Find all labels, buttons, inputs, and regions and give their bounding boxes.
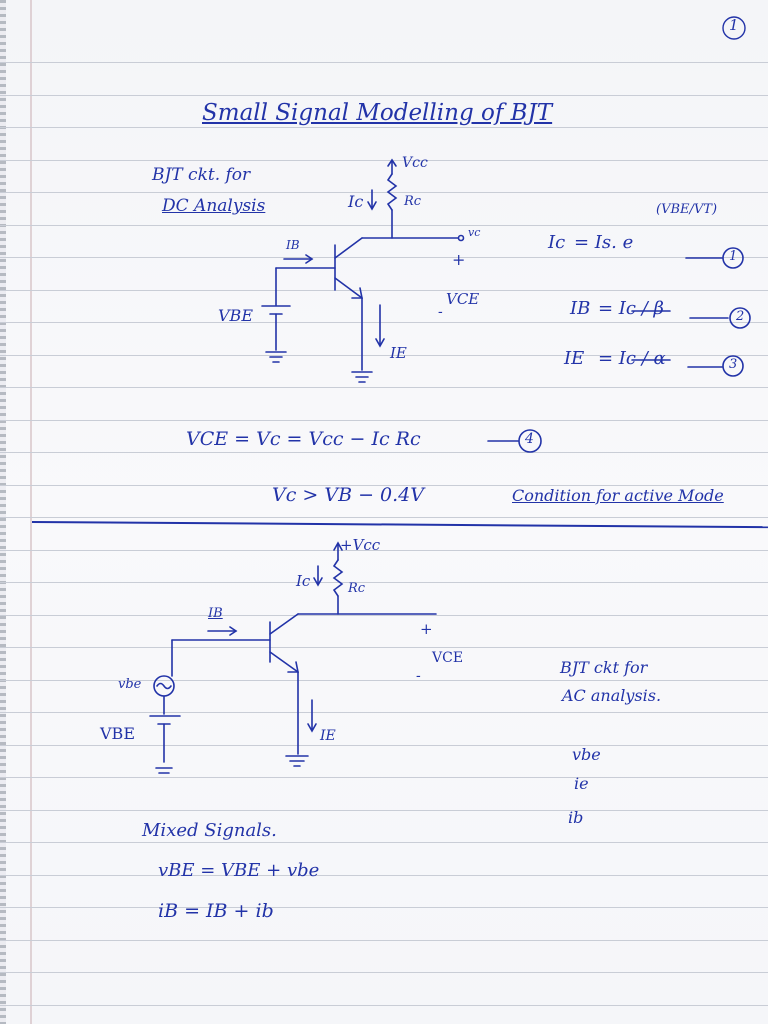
mixed-eq1: vBE = VBE + vbe [158, 860, 320, 881]
eq1-exponent: (VBE/VT) [656, 202, 718, 217]
ruled-line [0, 582, 768, 583]
page-title: Small Signal Modelling of BJT [202, 100, 553, 126]
ruled-line [0, 192, 768, 193]
ac-vcc-label: +Vcc [340, 536, 381, 554]
ruled-line [0, 517, 768, 518]
ruled-line [0, 62, 768, 63]
dc-vce-label: VCE [446, 290, 480, 308]
ruled-line [0, 842, 768, 843]
ruled-line [0, 387, 768, 388]
condition-text: Condition for active Mode [512, 486, 724, 505]
ac-rc-label: Rc [348, 581, 366, 596]
ruled-line [0, 95, 768, 96]
ruled-line [0, 550, 768, 551]
ruled-line [0, 322, 768, 323]
ruled-line [0, 940, 768, 941]
ruled-line [0, 485, 768, 486]
page-number-circle [722, 16, 746, 40]
eq1-rhs: = Is. e [574, 232, 634, 253]
ruled-line [0, 257, 768, 258]
ruled-line [0, 225, 768, 226]
ac-plus: + [420, 620, 433, 638]
ac-minus: - [416, 668, 421, 684]
ruled-line [0, 712, 768, 713]
eq2-lhs: IB [570, 298, 591, 319]
mixed-eq2: iB = IB + ib [158, 900, 274, 922]
ac-ie-label: IE [320, 728, 336, 744]
dc-ie-label: IE [390, 344, 407, 362]
dc-minus: - [438, 304, 443, 320]
ruled-line [0, 907, 768, 908]
dc-rc-label: Rc [404, 194, 422, 209]
dc-ib-label: IB [286, 238, 300, 252]
margin-line [30, 0, 32, 1024]
signal-vbe: vbe [572, 745, 601, 764]
ac-ic-label: Ic [296, 572, 311, 590]
ruled-line [0, 615, 768, 616]
dc-label-line2: DC Analysis [162, 196, 266, 216]
signal-ie: ie [574, 774, 589, 793]
dc-vc-label: vc [468, 226, 481, 239]
ruled-line [0, 355, 768, 356]
ac-vce-label: VCE [432, 650, 464, 666]
ruled-line [0, 875, 768, 876]
eq4-number: 4 [525, 431, 534, 447]
dc-vbe-label: VBE [218, 306, 253, 325]
eq4: VCE = Vc = Vcc − Ic Rc [186, 428, 421, 450]
ac-ib-label: IB [208, 606, 223, 621]
signal-ib: ib [568, 808, 584, 827]
ruled-line [0, 972, 768, 973]
ruled-line [0, 127, 768, 128]
mixed-signals-title: Mixed Signals. [142, 820, 277, 841]
ac-label-line2: AC analysis. [562, 686, 662, 705]
eq2-rhs: = Ic / β [598, 298, 664, 319]
eq3-lhs: IE [564, 348, 585, 369]
ruled-line [0, 452, 768, 453]
spiral-binding [0, 0, 6, 1024]
ruled-line [0, 160, 768, 161]
ruled-line [0, 810, 768, 811]
ruled-line [0, 1005, 768, 1006]
ac-vbe-dc-label: VBE [100, 724, 135, 743]
ruled-line [0, 777, 768, 778]
dc-label-line1: BJT ckt. for [152, 165, 251, 185]
ac-label-line1: BJT ckt for [560, 658, 648, 677]
eq3-number: 3 [729, 357, 738, 372]
ac-vbe-small-label: vbe [118, 677, 142, 692]
dc-ic-label: Ic [348, 192, 364, 211]
eq3-rhs: = Ic / α [598, 348, 666, 369]
ruled-line [0, 290, 768, 291]
page-number: 1 [729, 16, 739, 34]
eq2-number: 2 [736, 309, 745, 324]
ruled-line [0, 420, 768, 421]
eq1-lhs: Ic [548, 232, 566, 253]
ruled-line [0, 647, 768, 648]
dc-vcc-label: Vcc [402, 155, 428, 171]
eq1-number: 1 [729, 249, 738, 264]
ruled-line [0, 680, 768, 681]
dc-plus: + [452, 250, 466, 269]
condition-equation: Vc > VB − 0.4V [272, 484, 424, 506]
ruled-line [0, 745, 768, 746]
